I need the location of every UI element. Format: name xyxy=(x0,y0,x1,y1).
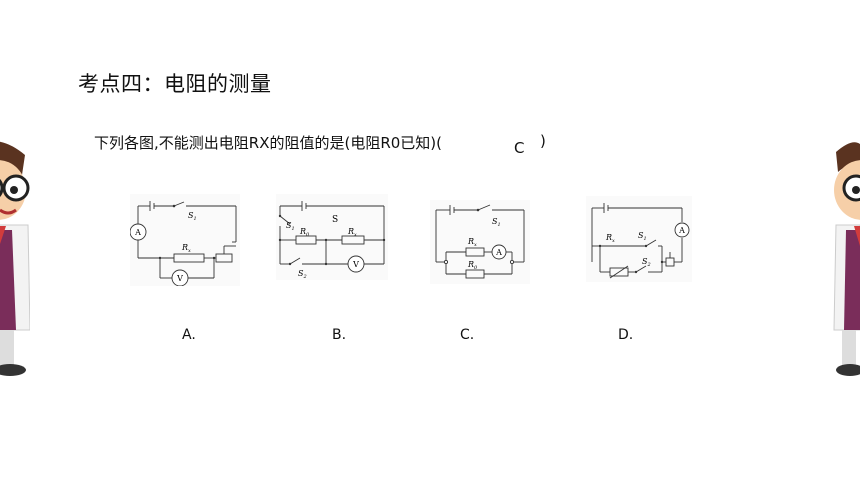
option-d-label[interactable]: D. xyxy=(618,327,634,343)
svg-text:S2: S2 xyxy=(298,269,307,280)
svg-text:A: A xyxy=(678,226,685,235)
slide-title: 考点四：电阻的测量 xyxy=(78,72,272,96)
svg-text:S1: S1 xyxy=(492,217,501,228)
svg-text:Rx: Rx xyxy=(181,243,191,254)
svg-text:S: S xyxy=(332,215,338,225)
circuit-a: A V S1 Rx xyxy=(130,194,240,286)
svg-text:S1: S1 xyxy=(286,221,295,232)
answer-text: C xyxy=(514,139,525,157)
question-paren-close: ) xyxy=(540,132,546,150)
cartoon-scientist-left xyxy=(0,130,31,384)
cartoon-scientist-right xyxy=(832,130,860,384)
circuit-b: V S S1 R0 Rx S2 xyxy=(276,194,388,280)
svg-text:V: V xyxy=(176,274,183,283)
svg-text:Rx: Rx xyxy=(467,237,477,248)
svg-text:R0: R0 xyxy=(299,227,310,238)
ammeter-d-icon xyxy=(674,222,690,238)
svg-text:A: A xyxy=(495,248,502,257)
svg-text:Rx: Rx xyxy=(605,233,615,244)
svg-text:R0: R0 xyxy=(467,260,478,271)
ammeter-c-icon xyxy=(491,244,507,260)
ammeter-a-icon xyxy=(130,223,147,241)
option-a-label[interactable]: A. xyxy=(182,327,196,343)
svg-text:A: A xyxy=(134,228,141,237)
option-b-label[interactable]: B. xyxy=(332,327,347,343)
svg-text:S1: S1 xyxy=(188,211,197,222)
option-c-label[interactable]: C. xyxy=(460,327,475,343)
question-text: 下列各图,不能测出电阻RX的阻值的是(电阻R0已知)( xyxy=(94,134,442,152)
voltmeter-b-icon xyxy=(347,255,365,273)
circuit-d: A Rx S1 S2 xyxy=(586,196,692,282)
circuit-c: A S1 Rx R0 xyxy=(430,200,530,284)
svg-text:V: V xyxy=(352,260,359,269)
svg-text:S2: S2 xyxy=(642,257,651,268)
svg-text:Rx: Rx xyxy=(347,227,357,238)
svg-text:S1: S1 xyxy=(638,231,647,242)
voltmeter-a-icon xyxy=(171,269,189,286)
